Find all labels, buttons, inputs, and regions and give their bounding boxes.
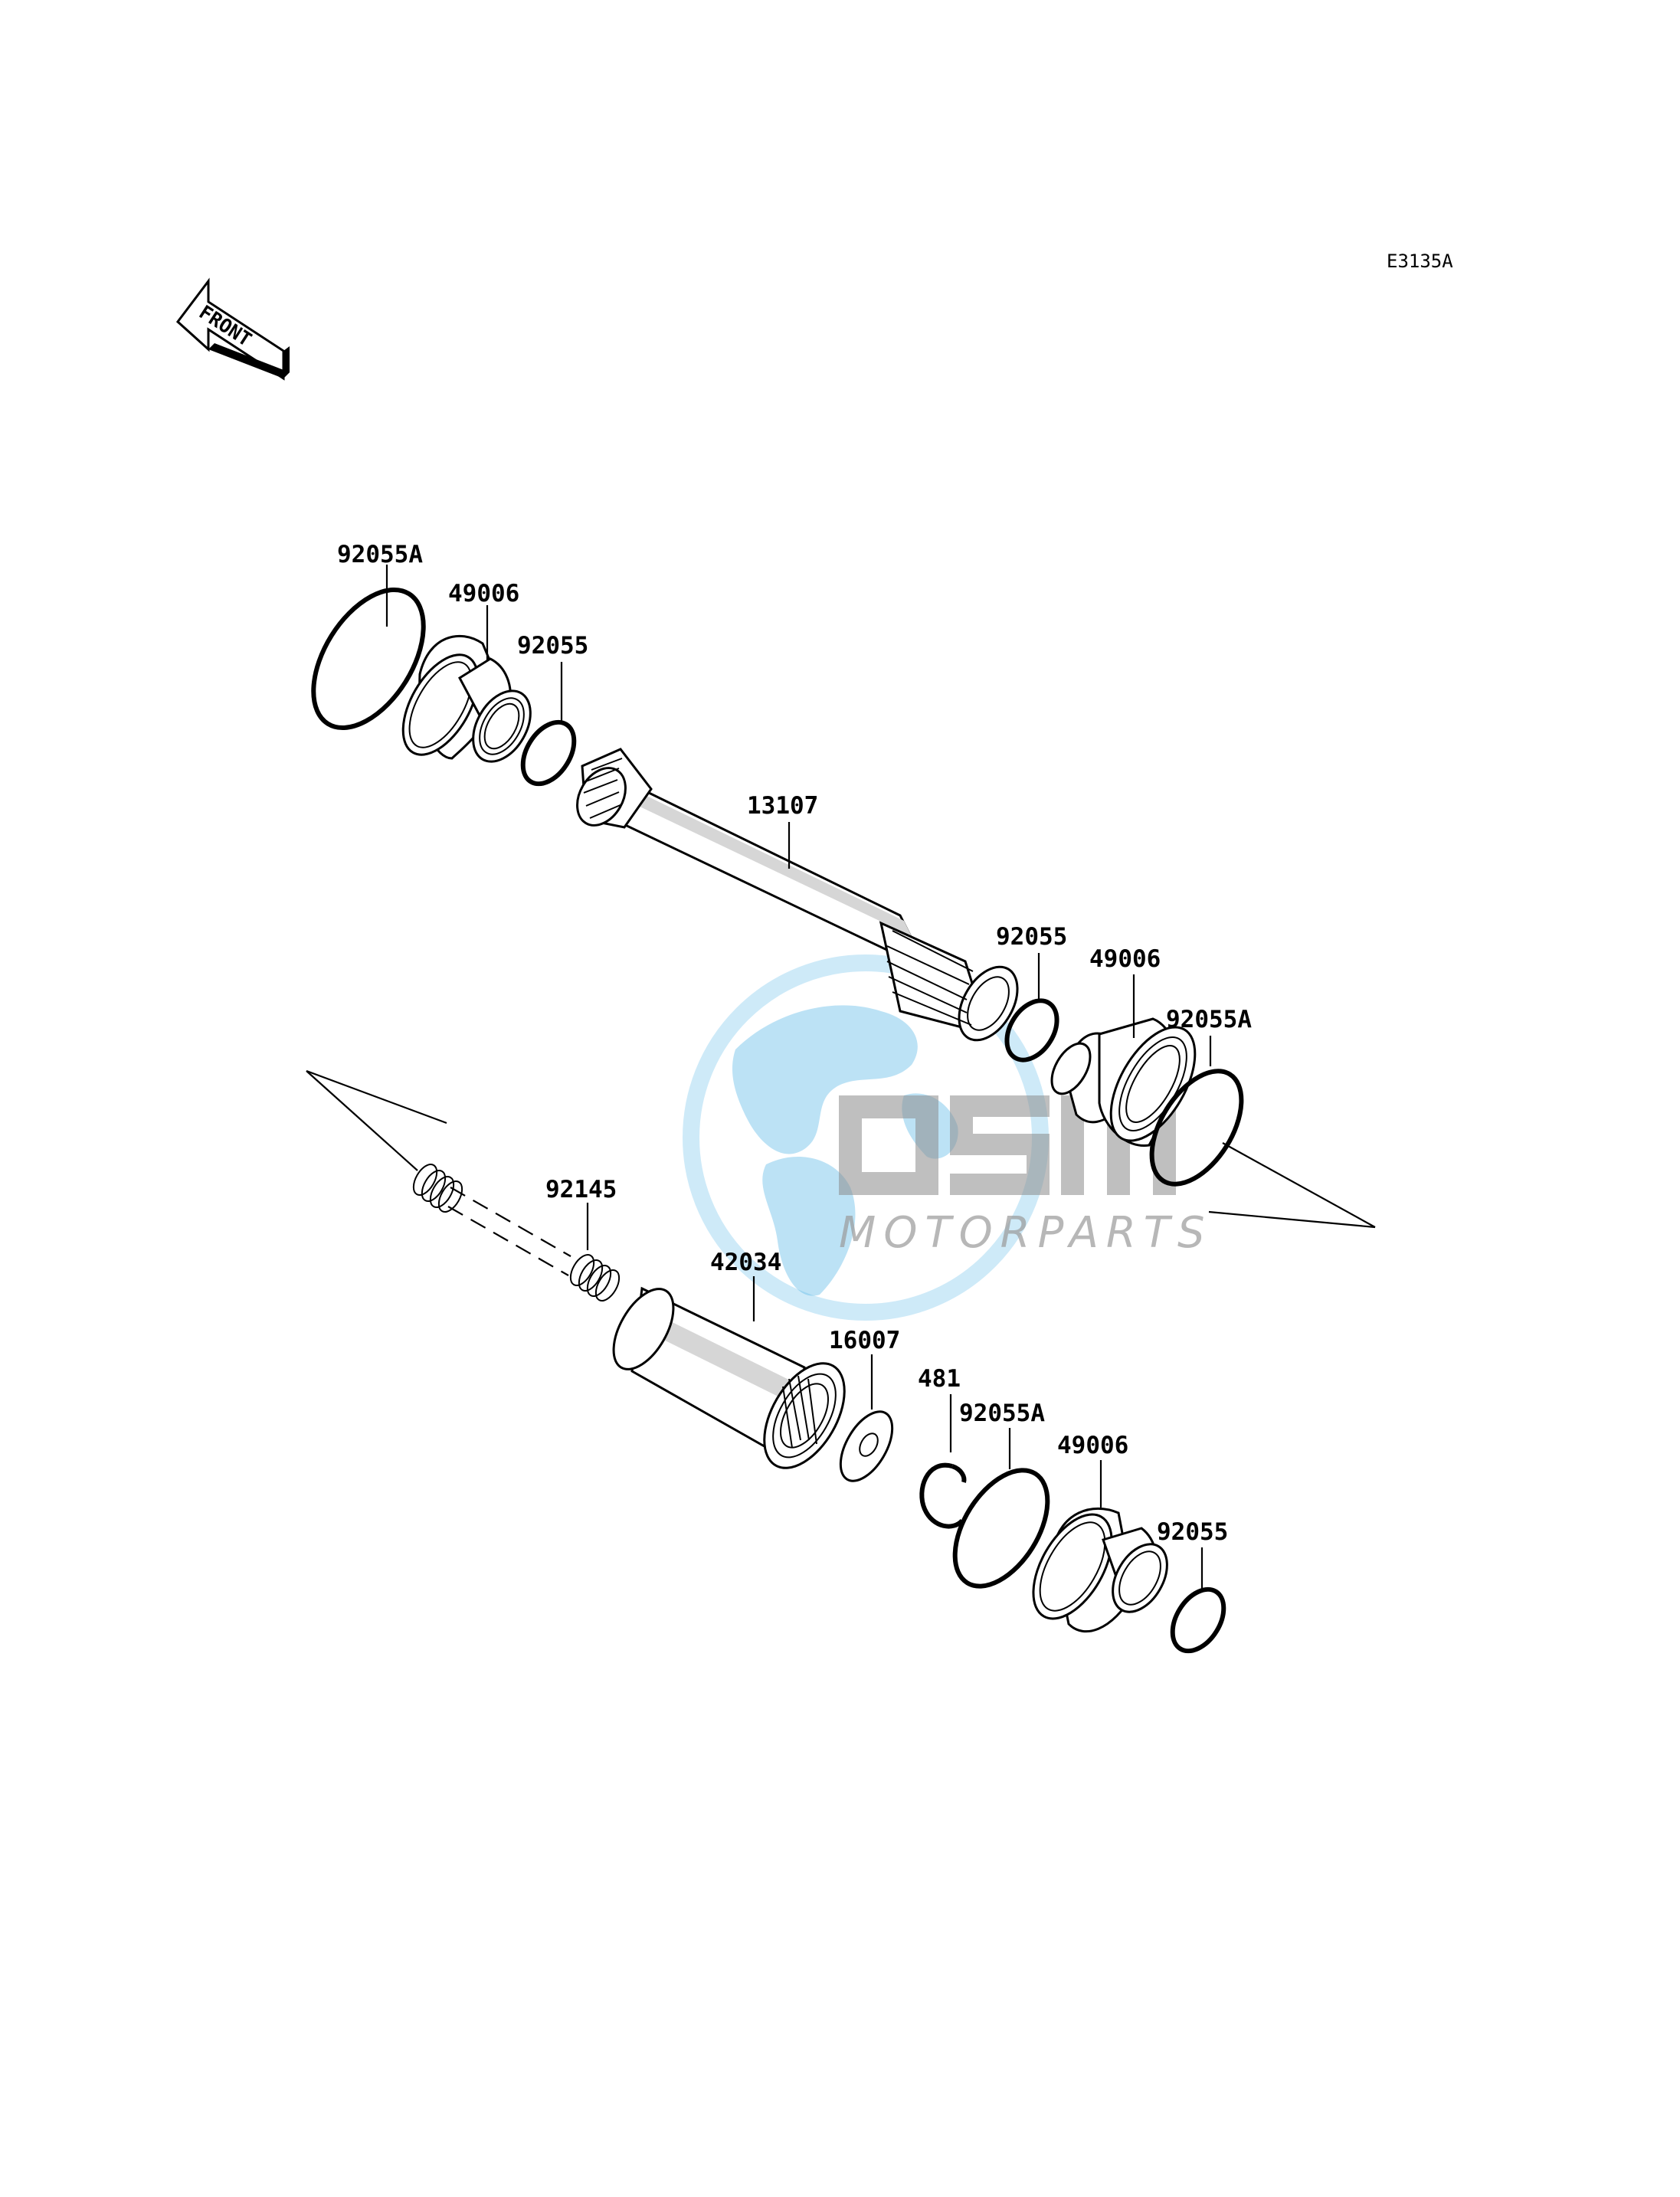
- brand-subtitle: MOTORPARTS: [839, 1208, 1213, 1258]
- part-label: 49006: [1089, 945, 1161, 973]
- o-ring-92055a-upper-right: [1149, 1069, 1244, 1187]
- assembly-guide-lines: [306, 1069, 1376, 1276]
- o-ring-92055-upper-right: [1004, 998, 1059, 1062]
- front-arrow-icon: FRONT: [175, 277, 290, 381]
- part-label: 92145: [545, 1176, 617, 1203]
- watermark: MOTORPARTS: [683, 954, 1213, 1321]
- part-label: 16007: [829, 1327, 900, 1354]
- washer-16007: [839, 1410, 894, 1482]
- o-ring-92055a-lower: [952, 1468, 1050, 1589]
- o-ring-92055-upper-left: [520, 719, 577, 787]
- part-label: 49006: [1057, 1432, 1128, 1459]
- o-ring-92055-lower: [1170, 1586, 1226, 1654]
- o-ring-92055a-upper-left: [311, 587, 426, 731]
- part-label: 92055: [517, 632, 588, 660]
- part-label: 92055A: [1166, 1006, 1252, 1033]
- part-label: 49006: [448, 580, 519, 607]
- part-label: 92055A: [337, 541, 423, 568]
- callout-leaders: [385, 565, 1212, 1590]
- boot-49006-upper-right: [1050, 1017, 1197, 1148]
- drive-shaft-13107: [576, 748, 1019, 1042]
- part-labels: 92055A 49006 92055 13107 92055 49006 920…: [337, 541, 1252, 1546]
- part-label: 481: [918, 1365, 961, 1393]
- part-label: 13107: [747, 792, 818, 820]
- boot-49006-lower: [1032, 1507, 1168, 1633]
- diagram-code: E3135A: [1387, 250, 1453, 272]
- spring-92145-right: [569, 1254, 621, 1302]
- circlip-481: [919, 1462, 967, 1529]
- brand-letters: [839, 1095, 1176, 1195]
- part-label: 42034: [710, 1249, 781, 1276]
- spring-92145-left: [412, 1164, 463, 1213]
- coupling-42034: [612, 1286, 846, 1469]
- part-label: 92055: [1157, 1518, 1228, 1546]
- boot-49006-upper-left: [401, 634, 532, 763]
- part-label: 92055A: [959, 1400, 1045, 1427]
- part-label: 92055: [996, 923, 1067, 951]
